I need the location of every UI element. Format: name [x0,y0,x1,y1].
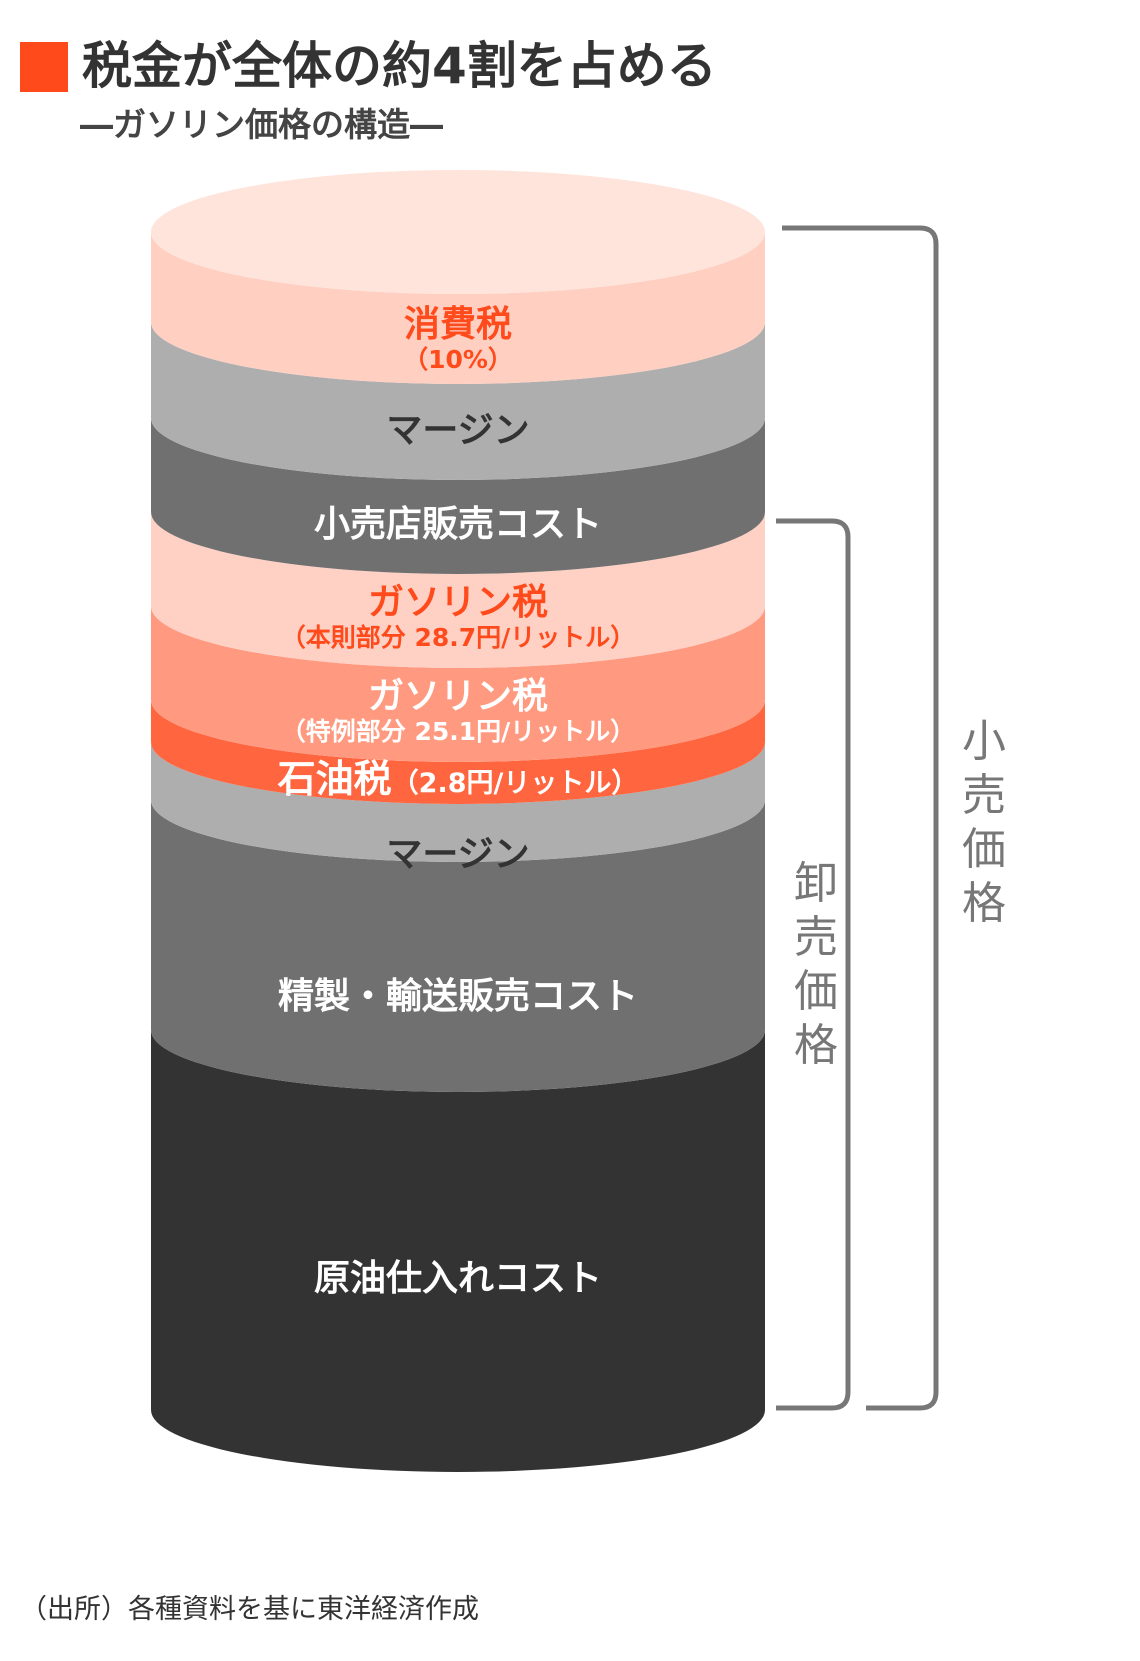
layer-gasoline-tax-base [151,512,765,668]
source-note: （出所）各種資料を基に東洋経済作成 [20,1594,479,1625]
label-refining-transport-cost: 精製・輸送販売コスト [278,976,638,1017]
cylinder-top-face [151,170,765,294]
layer-retail-sales-cost [151,418,765,574]
layer-petroleum-tax [151,700,765,804]
price-brackets: 小売価格 卸売価格 [776,225,1006,1411]
retail-price-label: 小売価格 [962,716,1006,929]
page-title: 税金が全体の約4割を占める [82,37,717,95]
sublabel-consumption-tax: （10%） [403,345,513,374]
label-retail-margin: マージン [386,410,529,451]
page-subtitle: ―ガソリン価格の構造― [80,105,443,144]
label-petroleum-tax: 石油税（2.8円/リットル） [278,757,639,801]
sublabel-gasoline-tax-base: （本則部分 28.7円/リットル） [281,623,636,652]
layer-retail-margin [151,322,765,480]
label-wholesale-margin: マージン [386,834,529,875]
retail-price-bracket [782,225,939,1411]
layer-refining-transport-cost [151,800,765,1092]
layer-wholesale-margin [151,742,765,862]
wholesale-price-label: 卸売価格 [794,858,838,1071]
label-gasoline-tax-base: ガソリン税 [368,582,548,623]
sublabel-gasoline-tax-special: （特例部分 25.1円/リットル） [281,717,636,746]
label-consumption-tax: 消費税 [404,304,512,345]
label-retail-sales-cost: 小売店販売コスト [314,504,602,545]
title-marker-icon [20,42,68,92]
wholesale-price-bracket [776,518,851,1411]
label-gasoline-tax-special: ガソリン税 [368,676,548,717]
layer-consumption-tax [151,232,765,384]
layer-crude-oil-cost [151,1030,765,1472]
layer-gasoline-tax-special [151,606,765,762]
cylinder-layers [151,170,765,1472]
label-crude-oil-cost: 原油仕入れコスト [314,1258,602,1299]
